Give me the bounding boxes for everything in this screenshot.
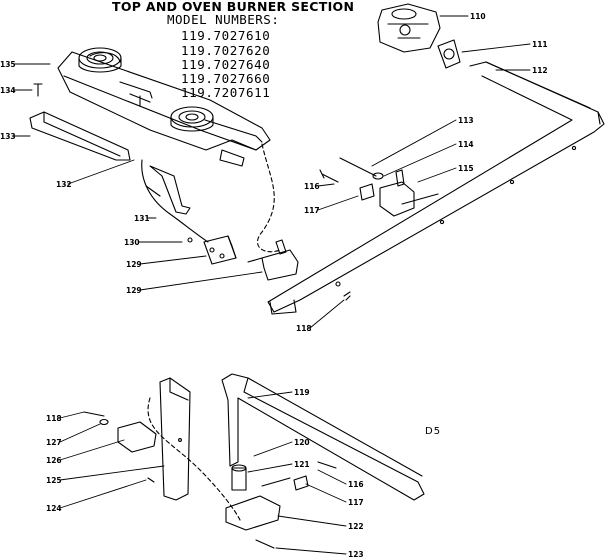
model-number: 119.7207611 (181, 85, 271, 100)
callout-label: 130 (124, 238, 140, 247)
callout-label: 122 (348, 522, 364, 531)
callout-label: 117 (304, 206, 320, 215)
callout-label: 114 (458, 140, 474, 149)
callout-label: 126 (46, 456, 62, 465)
callout-label: 113 (458, 116, 474, 125)
callout-label: 118 (46, 414, 62, 423)
callout-label: 124 (46, 504, 62, 513)
top-burner-assembly (29, 47, 299, 281)
callout-label: 116 (304, 182, 320, 191)
callout-label: 123 (348, 550, 364, 559)
callout-label: 118 (296, 324, 312, 333)
callout-label: 127 (46, 438, 62, 447)
leader-lines (13, 15, 531, 555)
callout-label: 131 (134, 214, 150, 223)
model-number: 119.7027640 (181, 57, 271, 72)
callout-label: 134 (0, 86, 16, 95)
callout-label: 135 (0, 60, 16, 69)
page-code: D5 (425, 426, 442, 437)
callout-label: 132 (56, 180, 72, 189)
callout-label: 112 (532, 66, 548, 75)
callout-labels: 135 134 133 132 131 130 129 129 110 111 … (0, 12, 548, 559)
model-number: 119.7027610 (181, 28, 271, 43)
callout-label: 117 (348, 498, 364, 507)
callout-label: 120 (294, 438, 310, 447)
callout-label: 111 (532, 40, 548, 49)
callout-label: 119 (294, 388, 310, 397)
model-number: 119.7027660 (181, 71, 271, 86)
callout-label: 116 (348, 480, 364, 489)
callout-label: 125 (46, 476, 62, 485)
callout-label: 115 (458, 164, 474, 173)
model-numbers-heading: MODEL NUMBERS: (167, 12, 280, 27)
callout-label: 133 (0, 132, 16, 141)
callout-label: 121 (294, 460, 310, 469)
callout-label: 129 (126, 260, 142, 269)
callout-label: 110 (470, 12, 486, 21)
lower-burner-assembly (83, 373, 425, 549)
model-number: 119.7027620 (181, 43, 271, 58)
diagram-title: TOP AND OVEN BURNER SECTION (112, 0, 355, 14)
oven-manifold-assembly (267, 3, 605, 315)
callout-label: 129 (126, 286, 142, 295)
